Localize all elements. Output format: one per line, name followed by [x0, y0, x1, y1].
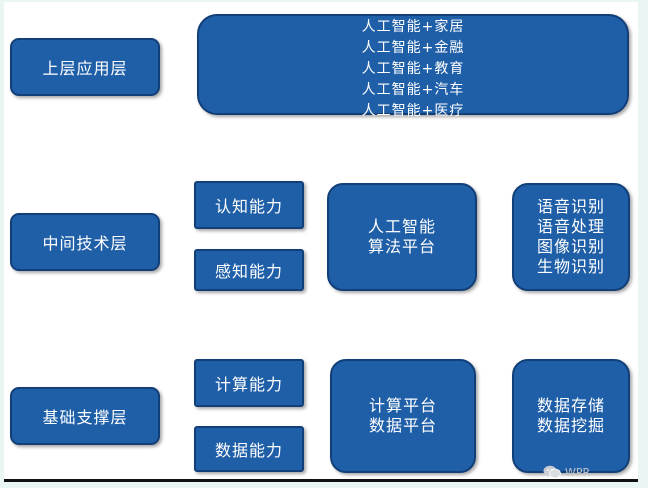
capability-perception-label: 感知能力 — [214, 262, 283, 281]
storage-line: 数据挖掘 — [536, 416, 605, 435]
storage-line: 数据存储 — [536, 396, 605, 415]
layer-foundation: 基础支撑层 — [10, 387, 160, 445]
recognition-line: 生物识别 — [536, 257, 605, 276]
capability-data: 数据能力 — [194, 426, 304, 472]
wechat-watermark: WPR — [543, 465, 590, 479]
capability-computing-label: 计算能力 — [214, 375, 283, 394]
platform-line: 计算平台 — [368, 396, 437, 415]
storage-mining-box: 数据存储 数据挖掘 — [512, 359, 630, 473]
ai-algorithm-platform: 人工智能 算法平台 — [327, 183, 477, 291]
capability-perception: 感知能力 — [194, 249, 304, 291]
platform-line: 数据平台 — [368, 416, 437, 435]
application-item: 人工智能+医疗 — [361, 103, 465, 119]
recognition-line: 图像识别 — [536, 237, 605, 256]
capability-cognitive: 认知能力 — [194, 181, 304, 229]
watermark-text: WPR — [565, 465, 591, 479]
application-item: 人工智能+汽车 — [361, 82, 465, 98]
capability-cognitive-label: 认知能力 — [214, 197, 283, 216]
layer-foundation-label: 基础支撑层 — [42, 408, 128, 427]
wechat-icon — [543, 465, 561, 479]
application-item: 人工智能+教育 — [361, 61, 465, 77]
application-item: 人工智能+家居 — [361, 19, 465, 35]
platform-line: 算法平台 — [367, 237, 436, 256]
recognition-line: 语音识别 — [536, 197, 605, 216]
diagram-canvas: 上层应用层 中间技术层 基础支撑层 人工智能+家居 人工智能+金融 人工智能+教… — [4, 2, 638, 482]
layer-application-label: 上层应用层 — [42, 59, 128, 78]
layer-technology-label: 中间技术层 — [42, 234, 128, 253]
platform-line: 人工智能 — [367, 217, 436, 236]
layer-technology: 中间技术层 — [10, 213, 160, 271]
compute-data-platform: 计算平台 数据平台 — [330, 359, 476, 473]
recognition-box: 语音识别 语音处理 图像识别 生物识别 — [512, 183, 630, 291]
recognition-line: 语音处理 — [536, 217, 605, 236]
capability-computing: 计算能力 — [194, 359, 304, 407]
application-item: 人工智能+金融 — [361, 40, 465, 56]
layer-application: 上层应用层 — [10, 38, 160, 96]
applications-box: 人工智能+家居 人工智能+金融 人工智能+教育 人工智能+汽车 人工智能+医疗 — [197, 14, 629, 119]
bottom-border-line — [4, 479, 638, 482]
capability-data-label: 数据能力 — [214, 441, 283, 460]
